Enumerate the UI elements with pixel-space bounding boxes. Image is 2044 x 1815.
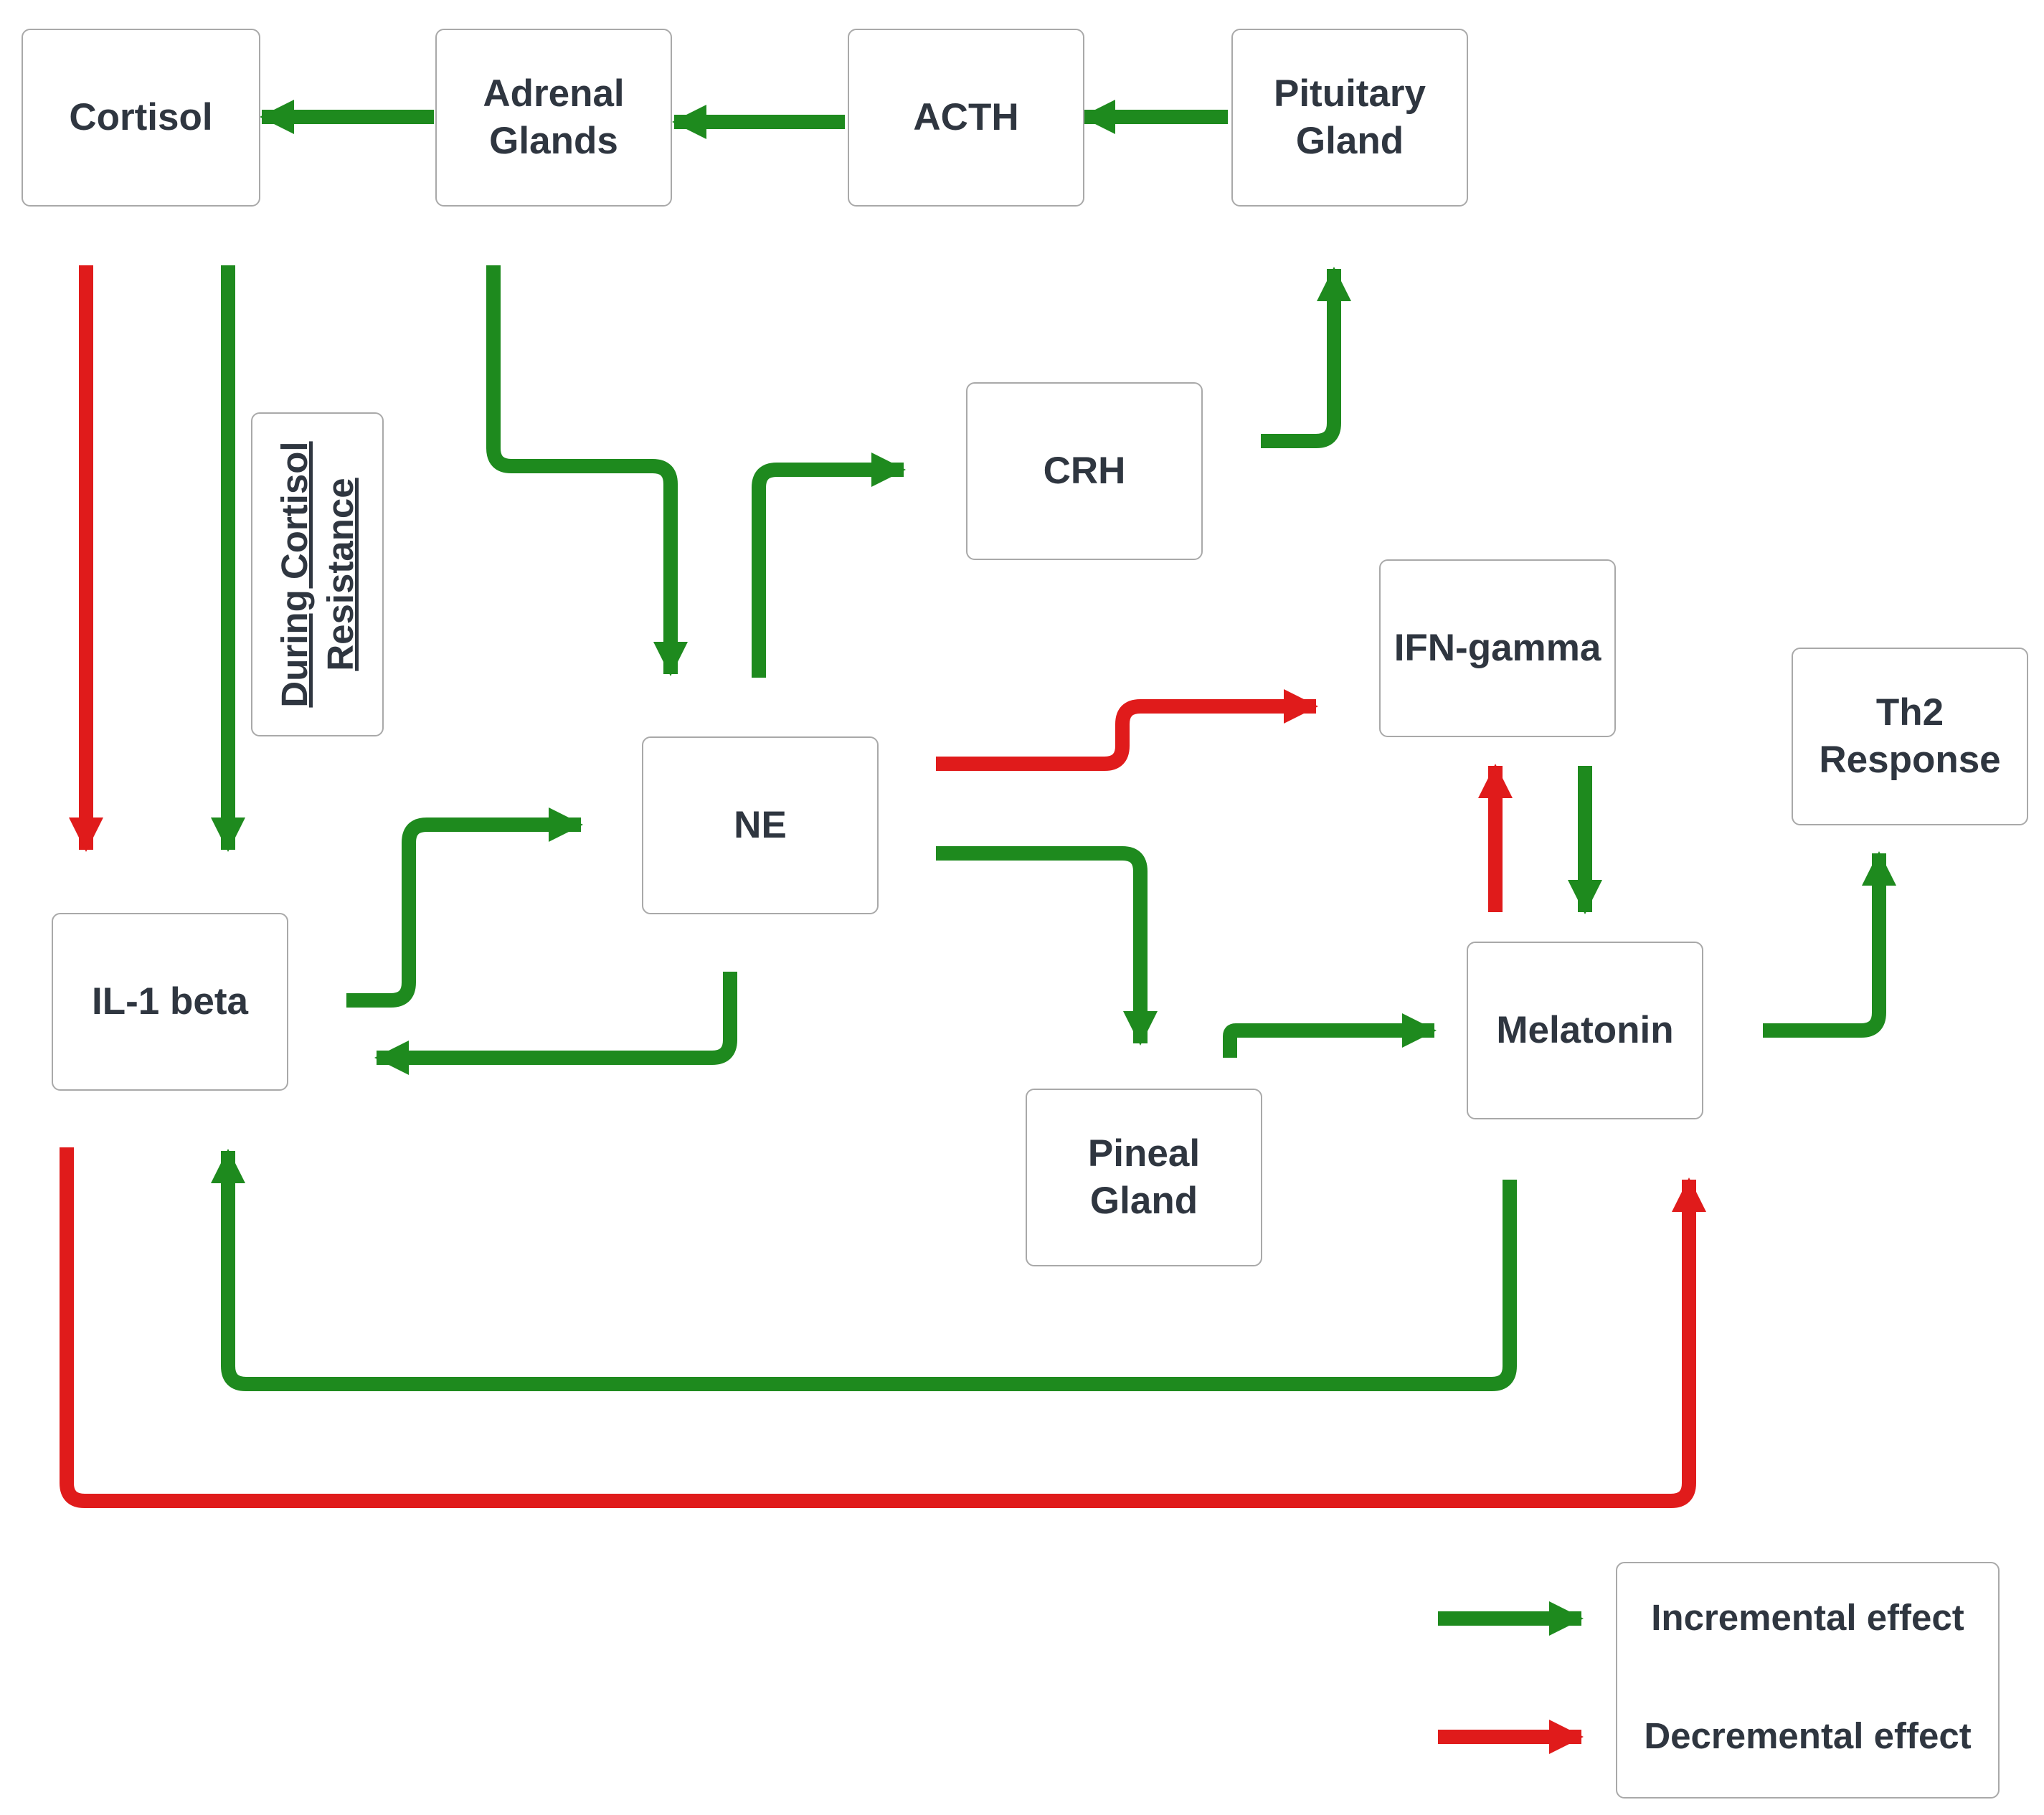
node-acth-label: ACTH [913, 96, 1019, 138]
legend-decremental-label: Decremental effect [1644, 1715, 1972, 1756]
node-melatonin-label: Melatonin [1496, 1009, 1674, 1051]
arrow-melatonin-to-il1beta [211, 1149, 1517, 1391]
legend-box: Incremental effect Decremental effect [1616, 1562, 2000, 1799]
node-cortisol: Cortisol [22, 29, 260, 207]
node-crh: CRH [966, 382, 1203, 560]
node-pineal-gland: Pineal Gland [1026, 1089, 1262, 1266]
arrow-crh-to-pituitary [1261, 267, 1351, 448]
node-th2-response: Th2 Response [1792, 648, 2028, 825]
note-during-cortisol-resistance: During Cortisol Resistance [251, 412, 384, 736]
node-ifngamma-label: IFN-gamma [1394, 627, 1601, 669]
node-pineal-label-line2: Gland [1089, 1180, 1198, 1222]
node-adrenal-label-line2: Glands [489, 120, 618, 162]
arrow-pineal-to-melatonin [1223, 1013, 1437, 1058]
node-ne-label: NE [734, 804, 787, 846]
arrow-il1beta-to-melatonin [60, 1147, 1706, 1508]
node-cortisol-label: Cortisol [69, 96, 213, 138]
legend-incremental-label: Incremental effect [1651, 1597, 1964, 1638]
node-pituitary-label-line1: Pituitary [1273, 72, 1426, 115]
node-pituitary-gland: Pituitary Gland [1231, 29, 1468, 207]
node-pituitary-label-line2: Gland [1295, 120, 1404, 162]
node-acth: ACTH [848, 29, 1084, 207]
arrow-melatonin-to-th2 [1763, 851, 1896, 1038]
node-pineal-label-line1: Pineal [1087, 1132, 1201, 1175]
arrow-ne-to-ifngamma [936, 689, 1318, 771]
node-ne: NE [642, 736, 879, 914]
note-line2: Resistance [319, 478, 361, 671]
node-th2-label-line1: Th2 [1875, 691, 1944, 734]
node-crh-label: CRH [1043, 450, 1126, 492]
node-th2-label-line2: Response [1819, 739, 2001, 781]
arrow-adrenal-to-ne [486, 265, 688, 676]
arrow-ne-to-crh [752, 452, 906, 678]
arrow-ne-to-pineal [936, 846, 1158, 1046]
node-adrenal-glands: Adrenal Glands [435, 29, 672, 207]
node-il1-beta: IL-1 beta [52, 913, 288, 1091]
node-melatonin: Melatonin [1467, 942, 1703, 1119]
note-line1: During Cortisol [273, 441, 315, 708]
node-ifn-gamma: IFN-gamma [1379, 559, 1616, 737]
arrow-il1beta-to-ne [346, 807, 583, 1008]
node-il1beta-label: IL-1 beta [92, 980, 248, 1023]
arrow-ne-to-il1beta [374, 972, 737, 1075]
node-adrenal-label-line1: Adrenal [483, 72, 625, 115]
